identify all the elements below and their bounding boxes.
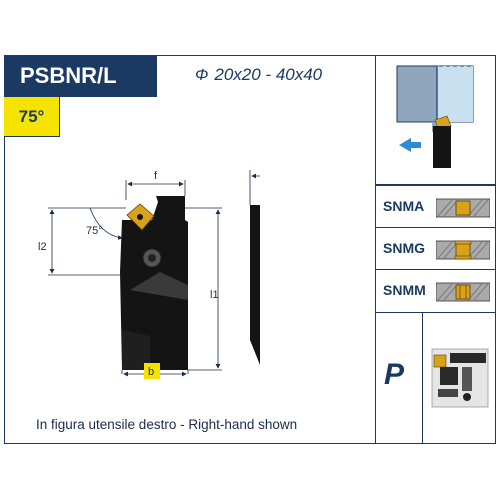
insert-snmm-icon [436, 282, 490, 302]
size-range-text: 20x20 - 40x40 [214, 65, 323, 84]
caption: In figura utensile destro - Right-hand s… [36, 417, 298, 432]
right-column-divider [375, 55, 376, 444]
dim-l1: l1 [210, 289, 219, 301]
holder-clamp-illustration [431, 348, 489, 408]
dim-angle: 75° [86, 225, 103, 237]
insert-snmg-icon [436, 240, 490, 260]
divider-top-panel [375, 184, 496, 185]
dim-l2: l2 [38, 241, 47, 253]
insert-snma-icon [436, 198, 490, 218]
divider-inserts-bottom [375, 312, 496, 313]
insert-row-snma: SNMA [376, 185, 496, 227]
approach-angle-badge: 75° [4, 97, 60, 137]
insert-row-snmg: SNMG [376, 227, 496, 269]
holder-body-side [250, 205, 260, 365]
machining-illustration [396, 65, 474, 168]
approach-angle: 75° [18, 106, 45, 126]
product-code-title: PSBNR/L [4, 55, 157, 97]
insert-label: SNMM [383, 282, 426, 298]
dim-b: b [148, 366, 154, 378]
arrow-left-icon [399, 138, 421, 152]
material-group-p: P [384, 358, 405, 391]
divider-material [422, 312, 423, 444]
technical-drawing: f l2 75° l1 b h1 h [38, 170, 260, 379]
product-code: PSBNR/L [20, 63, 117, 88]
dim-f: f [154, 170, 158, 182]
insert-row-snmm: SNMM [376, 269, 496, 311]
insert-label: SNMG [383, 240, 425, 256]
diameter-symbol: Φ [195, 67, 209, 84]
size-range: Φ 20x20 - 40x40 [195, 65, 322, 85]
insert-label: SNMA [383, 198, 425, 214]
